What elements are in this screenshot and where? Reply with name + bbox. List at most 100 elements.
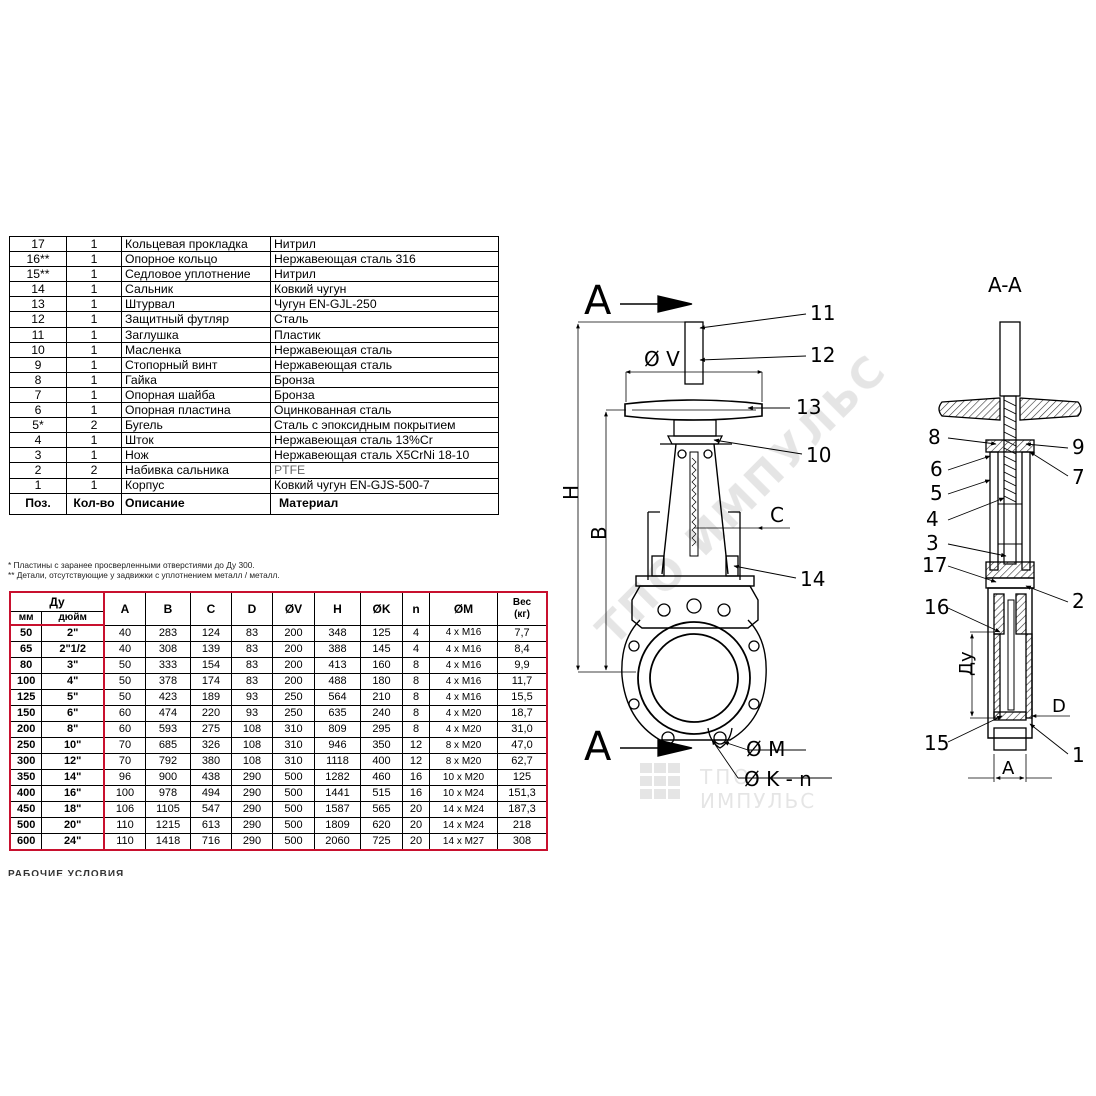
part-description: Опорная шайба (121, 386, 271, 404)
part-position: 8 (9, 371, 67, 388)
dim-b-val: 978 (145, 785, 191, 802)
dim-n-val: 12 (402, 753, 430, 770)
header-quantity: Кол-во (66, 492, 122, 515)
dim-kn: Ø K - n (744, 767, 812, 791)
dim-m-val: 8 x M20 (429, 753, 498, 770)
dim-a-val: 60 (103, 721, 146, 738)
header-position: Поз. (9, 492, 67, 515)
dim-k-val: 400 (360, 753, 403, 770)
col-mm: мм (9, 611, 43, 626)
dn-mm: 150 (9, 705, 43, 722)
dn-mm: 300 (9, 753, 43, 770)
dim-v-val: 200 (272, 673, 315, 690)
dim-c-val: 124 (190, 624, 232, 642)
dim-k-val: 565 (360, 801, 403, 818)
dim-m-val: 4 x M16 (429, 689, 498, 706)
col-k: ØK (360, 591, 403, 626)
dn-mm: 500 (9, 817, 43, 834)
dim-v: Ø V (644, 347, 680, 371)
dim-v-val: 250 (272, 689, 315, 706)
part-position: 6 (9, 402, 67, 419)
dim-n-val: 16 (402, 785, 430, 802)
dim-n-val: 20 (402, 801, 430, 818)
part-description: Сальник (121, 281, 271, 298)
dn-inch: 12" (41, 753, 106, 770)
front-view: A A (559, 278, 835, 791)
dim-a-val: 110 (103, 833, 146, 851)
part-description: Корпус (121, 477, 271, 494)
weight-val: 9,9 (497, 657, 548, 674)
dim-n-val: 4 (402, 624, 430, 642)
dim-h-val: 1441 (314, 785, 361, 802)
dim-a-val: 40 (103, 624, 146, 642)
dim-c-val: 716 (190, 833, 232, 851)
dim-m-val: 14 x M27 (429, 833, 498, 851)
part-material: Сталь (270, 311, 499, 328)
dim-a-val: 60 (103, 705, 146, 722)
weight-val: 47,0 (497, 737, 548, 754)
part-position: 9 (9, 356, 67, 373)
col-m: ØM (429, 591, 498, 626)
part-material: Бронза (270, 386, 499, 404)
dim-c-val: 326 (190, 737, 232, 754)
dim-d-val: 83 (231, 624, 273, 642)
dim-b-val: 593 (145, 721, 191, 738)
dim-n-val: 8 (402, 721, 430, 738)
dim-c-val: 275 (190, 721, 232, 738)
dim-d-val: 108 (231, 721, 273, 738)
col-weight-unit: (кг) (514, 608, 530, 620)
section-mark-bottom: A (584, 724, 612, 770)
callout-5: 5 (930, 481, 943, 505)
dn-inch: 3" (41, 657, 106, 674)
callout-17: 17 (922, 553, 947, 577)
dim-k-val: 125 (360, 624, 403, 642)
part-position: 17 (9, 235, 67, 253)
dn-inch: 2"1/2 (41, 641, 106, 658)
part-material: Нитрил (270, 235, 499, 253)
dim-d-val: 108 (231, 753, 273, 770)
part-position: 15** (9, 266, 67, 283)
callout-4: 4 (926, 507, 939, 531)
dim-k-val: 295 (360, 721, 403, 738)
dn-mm: 100 (9, 673, 43, 690)
dim-v-val: 500 (272, 769, 315, 786)
part-position: 1 (9, 477, 67, 494)
part-position: 5* (9, 417, 67, 434)
dn-inch: 14" (41, 769, 106, 786)
dim-m-val: 10 x M24 (429, 785, 498, 802)
watermark-line2: ИМПУЛЬС (700, 789, 816, 813)
weight-val: 8,4 (497, 641, 548, 658)
part-position: 13 (9, 296, 67, 313)
dim-a-val: 106 (103, 801, 146, 818)
part-quantity: 1 (66, 235, 122, 253)
dim-a-val: 50 (103, 657, 146, 674)
dim-k-val: 210 (360, 689, 403, 706)
dim-d-val: 290 (231, 769, 273, 786)
dim-v-val: 500 (272, 801, 315, 818)
dim-a-val: 100 (103, 785, 146, 802)
part-position: 14 (9, 281, 67, 298)
dim-m-val: 4 x M16 (429, 673, 498, 690)
dim-du: Ду (956, 651, 977, 676)
col-du: Ду (9, 591, 105, 612)
dim-b-val: 423 (145, 689, 191, 706)
dim-b-val: 1105 (145, 801, 191, 818)
col-weight-label: Вес (512, 596, 532, 608)
part-description: Бугель (121, 417, 271, 434)
dim-h-val: 1118 (314, 753, 361, 770)
